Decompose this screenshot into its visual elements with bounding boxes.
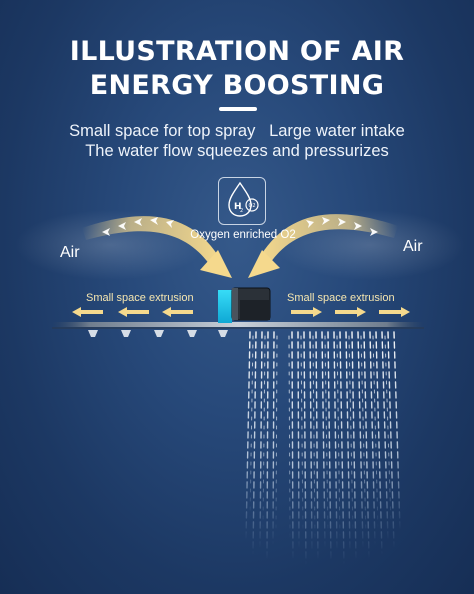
title-underline <box>219 107 257 111</box>
gold-arrow-icon <box>72 307 103 317</box>
gold-arrow-icon <box>379 307 410 317</box>
extrusion-arrows-left <box>72 307 193 317</box>
inlet-chamber <box>240 300 270 320</box>
spray-nozzle-icon <box>187 330 197 337</box>
subtitle-line-2: The water flow squeezes and pressurizes <box>85 142 389 160</box>
inlet-highlight <box>232 288 238 320</box>
spray-nozzle-icon <box>121 330 131 337</box>
spray-nozzle-icon <box>88 330 98 337</box>
air-stream-left <box>82 216 232 278</box>
spray-nozzle-icon <box>154 330 164 337</box>
svg-text:2: 2 <box>240 208 243 214</box>
extrusion-label-left: Small space extrusion <box>86 292 194 304</box>
oxygen-label: Oxygen enriched O2 <box>190 229 296 241</box>
page-title-line-1: ILLUSTRATION OF AIR <box>69 36 405 67</box>
arrowhead-left <box>200 250 232 278</box>
extrusion-label-right: Small space extrusion <box>287 292 395 304</box>
air-label-left: Air <box>60 244 80 261</box>
gold-arrow-icon <box>291 307 322 317</box>
gold-arrow-icon <box>335 307 366 317</box>
spray-nozzle-icon <box>218 330 228 337</box>
h2o-badge-frame <box>218 177 266 225</box>
page-title-line-2: ENERGY BOOSTING <box>89 70 385 101</box>
air-stream-right <box>248 214 398 278</box>
shower-plate <box>52 322 424 327</box>
spray-nozzles <box>88 330 228 337</box>
inlet-cyan-channel <box>218 290 232 323</box>
extrusion-arrows-right <box>291 307 410 317</box>
water-spray <box>245 331 401 566</box>
svg-text:H: H <box>234 202 242 212</box>
h2o-o2-icon: H 2 O2 <box>228 181 259 217</box>
arrowhead-right <box>248 250 280 278</box>
air-label-right: Air <box>403 238 423 255</box>
svg-text:O2: O2 <box>249 203 256 209</box>
shower-plate-edge <box>52 327 424 329</box>
water-inlet <box>218 287 271 323</box>
subtitle-line-1: Small space for top spray Large water in… <box>69 122 405 140</box>
gold-arrow-icon <box>162 307 193 317</box>
gold-arrow-icon <box>118 307 149 317</box>
